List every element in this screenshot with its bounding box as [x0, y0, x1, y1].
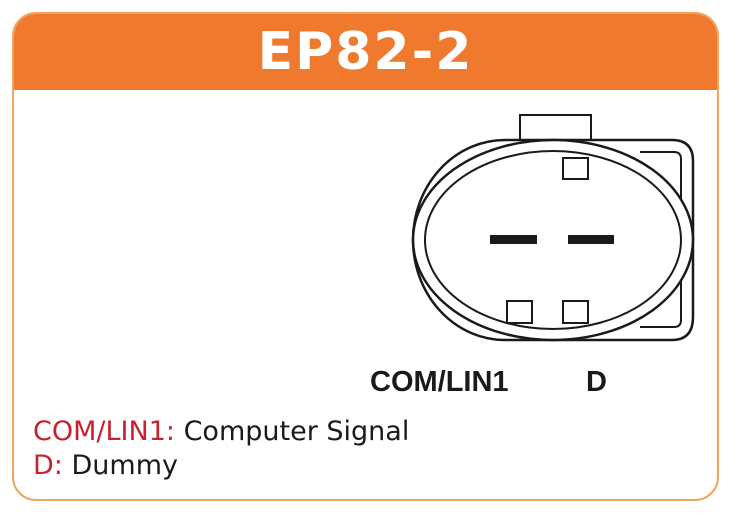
connector-top-notch	[562, 157, 589, 180]
connector-key-tab	[519, 114, 592, 143]
connector-bottom-notch-right	[562, 300, 589, 324]
legend-key: COM/LIN1:	[33, 416, 175, 447]
legend-description: Dummy	[71, 450, 178, 481]
pin-d	[568, 235, 614, 244]
legend-item-com-lin1: COM/LIN1: Computer Signal	[33, 418, 409, 445]
pin-label-row: COM/LIN1 D	[0, 368, 739, 408]
connector-bottom-notch-left	[506, 300, 533, 324]
connector-oval-inner	[424, 150, 682, 330]
legend-item-d: D: Dummy	[33, 452, 178, 479]
pin-label-com-lin1: COM/LIN1	[370, 366, 509, 398]
pin-com-lin1	[490, 235, 537, 244]
legend-key: D:	[33, 450, 63, 481]
connector-title: EP82-2	[257, 22, 474, 82]
header-bar: EP82-2	[14, 14, 717, 90]
legend-description: Computer Signal	[183, 416, 410, 447]
pin-label-d: D	[586, 366, 607, 398]
